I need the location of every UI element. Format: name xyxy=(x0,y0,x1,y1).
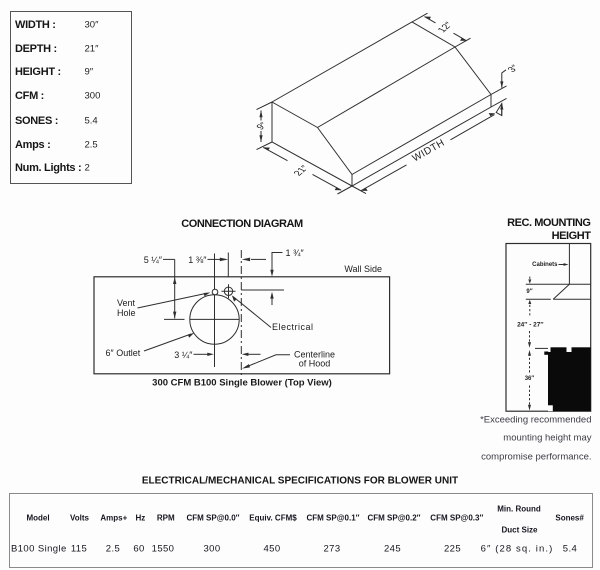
svg-text:WIDTH: WIDTH xyxy=(411,137,447,164)
svg-text:21″: 21″ xyxy=(291,164,312,178)
svg-text:12″: 12″ xyxy=(435,20,456,34)
svg-text:9″: 9″ xyxy=(254,120,269,131)
svg-text:3″: 3″ xyxy=(505,63,521,74)
